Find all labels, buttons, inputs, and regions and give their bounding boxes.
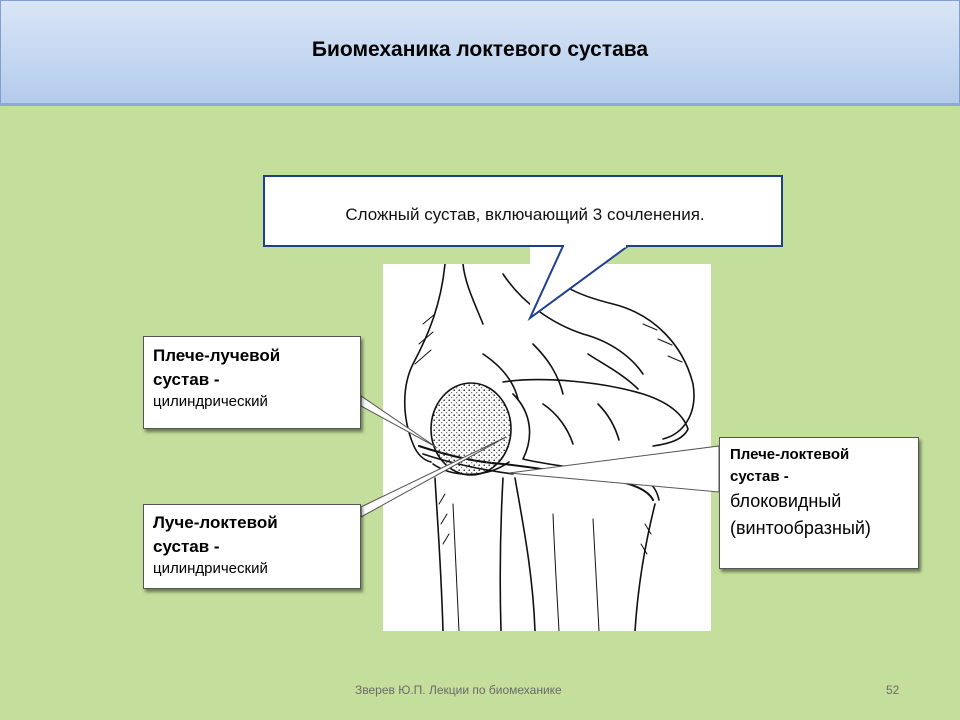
label-name: Луче-локтевой: [153, 513, 278, 532]
callout-box: Сложный сустав, включающий 3 сочленения.: [263, 175, 783, 247]
label-type: блоковидный: [730, 491, 842, 511]
label-type: цилиндрический: [153, 560, 268, 577]
footer-text: Зверев Ю.П. Лекции по биомеханике: [355, 683, 562, 697]
label-name: Плече-лучевой: [153, 346, 281, 365]
elbow-joint-illustration: [383, 264, 711, 631]
label-type-detail: (винтообразный): [730, 518, 871, 538]
label-type: цилиндрический: [153, 393, 268, 410]
title-bar: [0, 0, 960, 106]
label-suffix: сустав -: [153, 370, 220, 389]
callout-text: Сложный сустав, включающий 3 сочленения.: [345, 205, 705, 224]
label-suffix: сустав -: [153, 537, 220, 556]
label-name: Плече-локтевой: [730, 446, 850, 463]
label-radioulnar-joint: Луче-локтевой сустав - цилиндрический: [143, 504, 361, 589]
label-humeroulnar-joint: Плече-локтевой сустав - блоковидный (вин…: [719, 437, 919, 569]
label-suffix: сустав -: [730, 468, 789, 485]
label-humeroradial-joint: Плече-лучевой сустав - цилиндрический: [143, 336, 361, 429]
page-number: 52: [886, 683, 900, 697]
slide-title: Биомеханика локтевого сустава: [311, 38, 649, 61]
